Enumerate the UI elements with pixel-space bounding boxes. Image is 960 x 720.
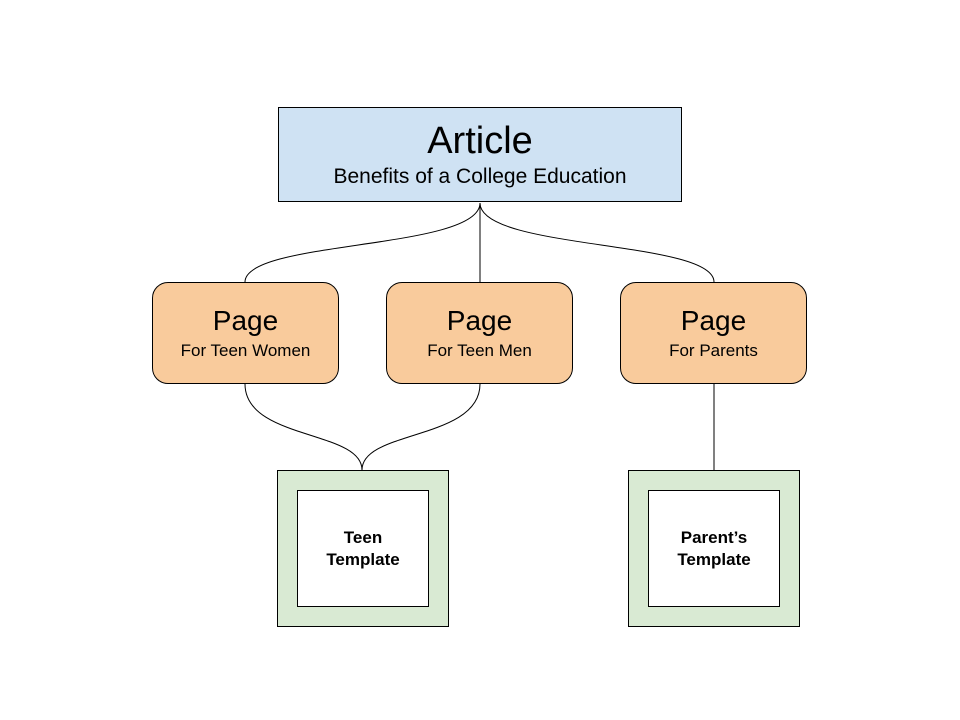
connector-article-to-teen-women: [244, 202, 481, 283]
article-subtitle: Benefits of a College Education: [333, 164, 627, 188]
template-inner-box: Teen Template: [297, 490, 429, 607]
template-label: Teen Template: [326, 527, 400, 569]
template-node-teen: Teen Template: [277, 470, 449, 627]
page-node-teen-men: Page For Teen Men: [386, 282, 573, 384]
page-title: Page: [212, 305, 279, 336]
page-node-parents: Page For Parents: [620, 282, 807, 384]
template-node-parents: Parent’s Template: [628, 470, 800, 627]
page-title: Page: [446, 305, 513, 336]
template-inner-box: Parent’s Template: [648, 490, 780, 607]
template-label: Parent’s Template: [677, 527, 751, 569]
page-subtitle: For Teen Women: [180, 341, 311, 360]
page-subtitle: For Parents: [669, 341, 758, 360]
article-title: Article: [427, 119, 533, 162]
connector-teen-women-to-teen-template: [244, 383, 363, 471]
article-node: Article Benefits of a College Education: [278, 107, 682, 202]
connector-teen-men-to-teen-template: [361, 383, 481, 471]
page-subtitle: For Teen Men: [427, 341, 532, 360]
connector-article-to-parents: [479, 202, 715, 283]
page-node-teen-women: Page For Teen Women: [152, 282, 339, 384]
page-title: Page: [680, 305, 747, 336]
